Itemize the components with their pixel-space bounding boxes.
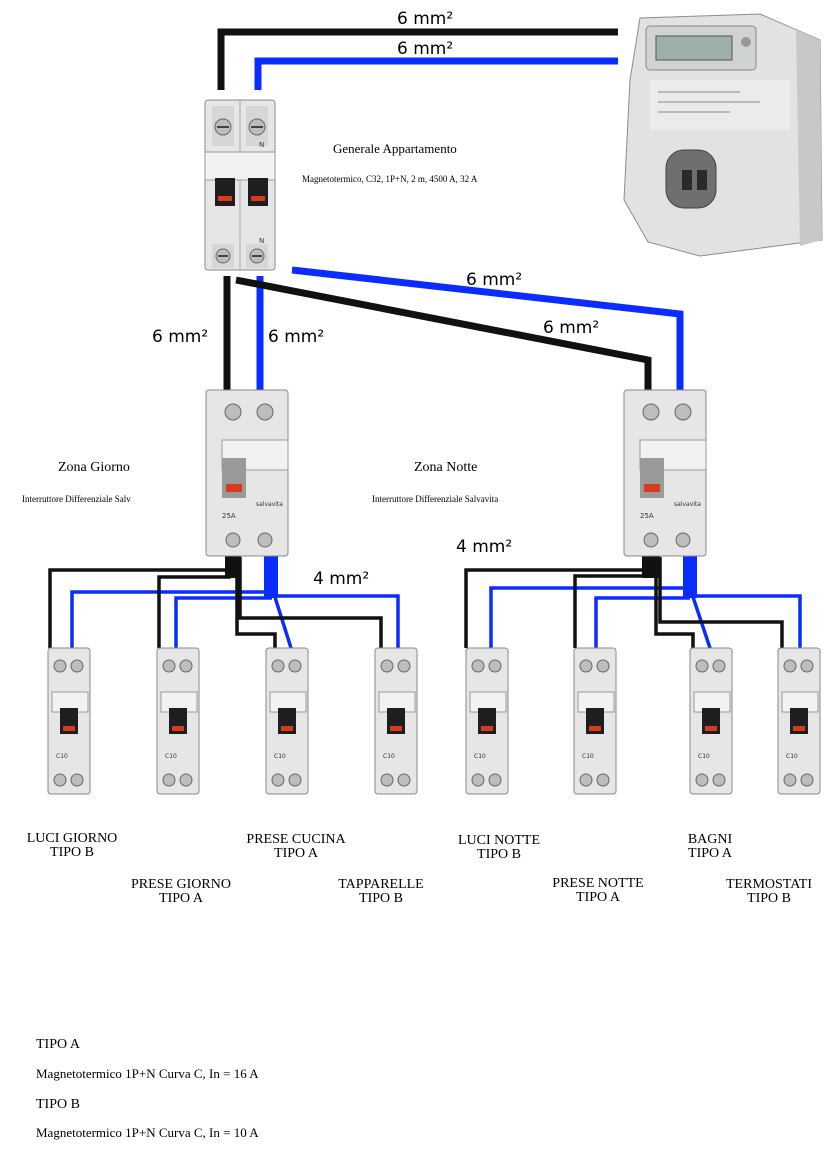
giorno-phase-size-label: 6 mm²	[152, 327, 208, 347]
breaker-rating: C10	[383, 753, 395, 760]
breaker-rating: C10	[698, 753, 710, 760]
zona-notte-description: Interruttore Differenziale Salvavita	[372, 494, 499, 504]
giorno-bus-neutral-4	[272, 594, 400, 648]
circuit-type: TIPO B	[747, 891, 791, 906]
legend-tipo-b-title: TIPO B	[36, 1097, 80, 1112]
rcd-notte-brand: salvavita	[674, 501, 701, 508]
notte-trunk-neutral	[683, 556, 697, 598]
rcd-giorno-brand: salvavita	[256, 501, 283, 508]
main-breaker-title: Generale Appartamento	[333, 141, 457, 156]
notte-branch-wires	[464, 557, 802, 649]
legend-tipo-a-title: TIPO A	[36, 1037, 80, 1052]
circuit-type: TIPO A	[688, 846, 732, 861]
notte-phase-feeder	[235, 276, 652, 392]
circuit-type: TIPO B	[359, 891, 403, 906]
breaker-prese-notte: C10	[573, 647, 617, 795]
giorno-bus-neutral-1	[70, 590, 272, 648]
giorno-neutral-size-label: 6 mm²	[268, 327, 324, 347]
breaker-tapparelle: C10	[374, 647, 418, 795]
circuit-name: BAGNI	[687, 832, 733, 847]
energy-meter	[623, 13, 823, 257]
circuit-label-prese-giorno: PRESE GIORNO TIPO A	[115, 878, 247, 906]
breaker-rating: C10	[274, 753, 286, 760]
giorno-bus-neutral-2	[174, 596, 272, 648]
circuit-name: PRESE CUCINA	[246, 832, 346, 847]
legend-tipo-b-description: Magnetotermico 1P+N Curva C, In = 10 A	[36, 1125, 259, 1140]
main-breaker-description: Magnetotermico, C32, 1P+N, 2 m, 4500 A, …	[302, 174, 478, 184]
breaker-luci-notte: C10	[465, 647, 509, 795]
circuit-label-prese-notte: PRESE NOTTE TIPO A	[536, 877, 660, 905]
legend-tipo-a-description: Magnetotermico 1P+N Curva C, In = 16 A	[36, 1066, 259, 1081]
notte-neutral-feeder	[291, 266, 684, 392]
breaker-rating: C10	[786, 753, 798, 760]
supply-neutral-size-label: 6 mm²	[397, 39, 453, 59]
rcd-giorno: 25A salvavita	[205, 389, 289, 557]
notte-bus-phase-1	[464, 557, 654, 648]
circuit-type: TIPO A	[576, 890, 620, 905]
notte-trunk-phase	[642, 556, 660, 578]
supply-wires	[217, 28, 618, 90]
feeder-wires	[223, 266, 684, 392]
circuit-name: TAPPARELLE	[338, 877, 424, 892]
zona-notte-title: Zona Notte	[414, 460, 478, 475]
breaker-rating: C10	[56, 753, 68, 760]
main-breaker: N N	[204, 99, 276, 271]
circuit-type: TIPO B	[50, 845, 94, 860]
circuit-label-luci-notte: LUCI NOTTE TIPO B	[440, 834, 558, 862]
giorno-bus-phase-4	[238, 557, 383, 648]
circuit-type: TIPO A	[274, 846, 318, 861]
giorno-bus-phase-3	[235, 557, 277, 648]
notte-neutral-size-label: 6 mm²	[466, 270, 522, 290]
notte-branch-size-label: 4 mm²	[456, 537, 512, 557]
breaker-prese-cucina: C10	[265, 647, 309, 795]
zona-giorno-title: Zona Giorno	[58, 460, 130, 475]
supply-neutral-wire	[254, 57, 618, 90]
circuit-name: PRESE NOTTE	[552, 876, 644, 891]
giorno-trunk-neutral	[264, 556, 278, 598]
rcd-notte: 25A salvavita	[623, 389, 707, 557]
giorno-branch-size-label: 4 mm²	[313, 569, 369, 589]
notte-bus-phase-4	[658, 557, 784, 648]
circuit-name: TERMOSTATI	[726, 877, 812, 892]
notte-bus-neutral-1	[489, 586, 690, 648]
zona-giorno-description: Interruttore Differenziale Salv	[22, 494, 131, 504]
circuit-label-tapparelle: TAPPARELLE TIPO B	[322, 878, 440, 906]
giorno-trunk-phase	[225, 556, 241, 578]
breaker-prese-giorno: C10	[156, 647, 200, 795]
notte-bus-phase-3	[654, 557, 695, 648]
breaker-rating: C10	[474, 753, 486, 760]
circuit-label-luci-giorno: LUCI GIORNO TIPO B	[12, 832, 132, 860]
circuit-label-bagni: BAGNI TIPO A	[660, 833, 760, 861]
circuit-name: LUCI GIORNO	[26, 831, 118, 846]
circuit-label-termostati: TERMOSTATI TIPO B	[712, 878, 826, 906]
notte-phase-size-label: 6 mm²	[543, 318, 599, 338]
main-breaker-n-bottom: N	[259, 237, 264, 245]
breaker-rating: C10	[582, 753, 594, 760]
breaker-rating: C10	[165, 753, 177, 760]
circuit-label-prese-cucina: PRESE CUCINA TIPO A	[230, 833, 362, 861]
supply-phase-wire	[217, 28, 618, 90]
breaker-bagni: C10	[689, 647, 733, 795]
rcd-notte-rating: 25A	[640, 512, 654, 520]
breaker-luci-giorno: C10	[47, 647, 91, 795]
rcd-giorno-rating: 25A	[222, 512, 236, 520]
supply-phase-size-label: 6 mm²	[397, 9, 453, 29]
circuit-type: TIPO B	[477, 847, 521, 862]
circuit-name: LUCI NOTTE	[457, 833, 541, 848]
circuit-type: TIPO A	[159, 891, 203, 906]
breaker-termostati: C10	[777, 647, 821, 795]
giorno-bus-phase-1	[48, 557, 236, 648]
circuit-breakers: C10 C10 C10 C10 C10 C10 C10 C10	[47, 647, 821, 795]
circuit-name: PRESE GIORNO	[131, 877, 231, 892]
main-breaker-n-top: N	[259, 141, 264, 149]
notte-bus-neutral-4	[690, 594, 802, 648]
giorno-bus-neutral-3	[272, 593, 293, 649]
